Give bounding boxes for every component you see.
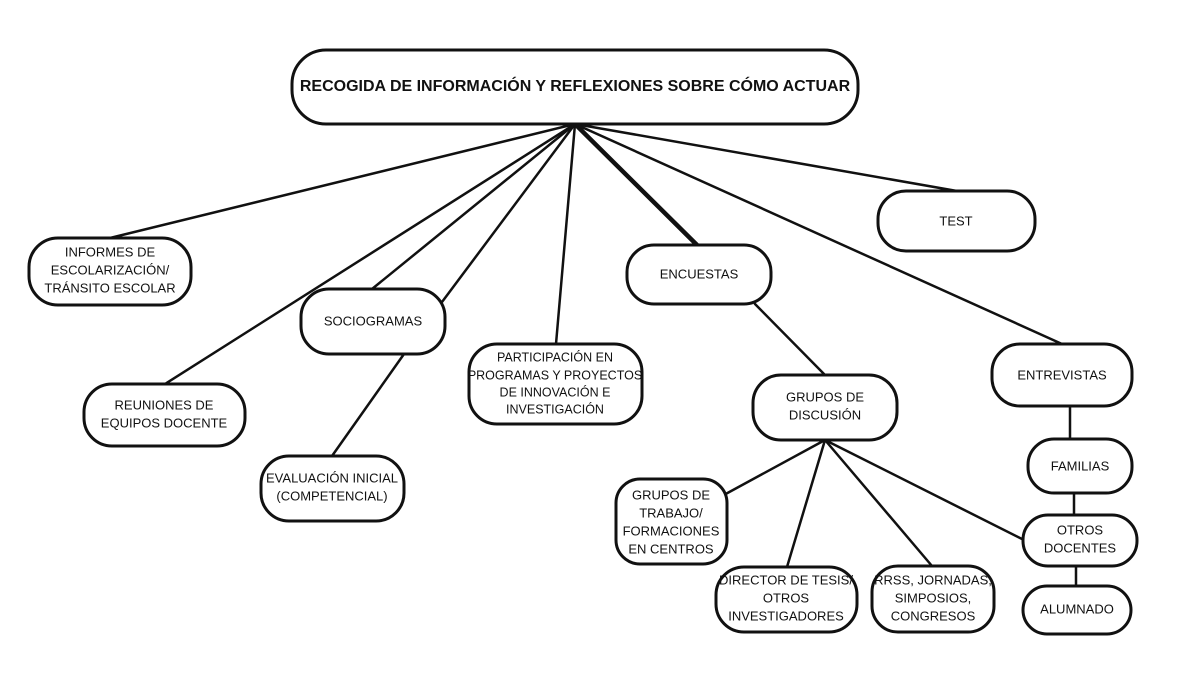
edge-root-entrevistas	[573, 122, 1064, 346]
edge-root-informes	[108, 122, 577, 240]
test-line-1: TEST	[939, 213, 972, 228]
node-alumnado: ALUMNADO	[1021, 584, 1133, 636]
node-otros-docentes: OTROS DOCENTES	[1021, 513, 1139, 568]
otros-docentes-line-2: DOCENTES	[1044, 540, 1117, 555]
edge-root-sociogramas	[370, 122, 577, 291]
grupos-trabajo-line-3: FORMACIONES	[623, 523, 720, 538]
director-tesis-line-1: DIRECTOR DE TESIS/	[719, 572, 853, 587]
rrss-line-1: RRSS, JORNADAS,	[874, 572, 992, 587]
participacion-line-4: INVESTIGACIÓN	[506, 401, 604, 416]
participacion-line-2: PROGRAMAS Y PROYECTOS	[468, 368, 642, 382]
grupos-discusion-line-2: DISCUSIÓN	[789, 407, 861, 422]
grupos-discusion-line-1: GRUPOS DE	[786, 389, 864, 404]
edge-discusion-grupos-trabajo	[720, 438, 827, 498]
node-test: TEST	[876, 189, 1037, 253]
node-participacion: PARTICIPACIÓN EN PROGRAMAS Y PROYECTOS D…	[467, 342, 644, 426]
participacion-line-3: DE INNOVACIÓN E	[500, 384, 611, 399]
node-rrss: RRSS, JORNADAS, SIMPOSIOS, CONGRESOS	[870, 564, 996, 634]
node-director-tesis: DIRECTOR DE TESIS/ OTROS INVESTIGADORES	[714, 565, 859, 634]
sociogramas-line-1: SOCIOGRAMAS	[324, 313, 423, 328]
director-tesis-line-2: OTROS	[763, 590, 810, 605]
node-grupos-trabajo: GRUPOS DE TRABAJO/ FORMACIONES EN CENTRO…	[614, 477, 729, 566]
node-familias: FAMILIAS	[1026, 437, 1134, 495]
informes-line-3: TRÁNSITO ESCOLAR	[44, 280, 175, 295]
grupos-trabajo-line-2: TRABAJO/	[639, 505, 703, 520]
director-tesis-line-3: INVESTIGADORES	[728, 608, 844, 623]
node-sociogramas: SOCIOGRAMAS	[299, 287, 447, 356]
familias-line-1: FAMILIAS	[1051, 458, 1110, 473]
evaluacion-line-1: EVALUACIÓN INICIAL	[266, 470, 398, 485]
edge-sociogramas-evaluacion	[330, 352, 406, 458]
node-reuniones: REUNIONES DE EQUIPOS DOCENTE	[82, 382, 247, 448]
reuniones-line-2: EQUIPOS DOCENTE	[101, 415, 228, 430]
participacion-line-1: PARTICIPACIÓN EN	[497, 349, 613, 364]
edge-root-test	[573, 122, 959, 193]
connectors	[108, 121, 1078, 588]
grupos-trabajo-line-4: EN CENTROS	[628, 541, 714, 556]
edge-discusion-director	[785, 438, 827, 569]
node-entrevistas: ENTREVISTAS	[990, 342, 1134, 408]
edge-discusion-rrss	[823, 438, 934, 568]
edge-root-evaluacion	[440, 122, 577, 304]
edge-root-encuestas	[572, 121, 700, 248]
reuniones-line-1: REUNIONES DE	[115, 397, 214, 412]
edge-root-participacion	[554, 122, 577, 346]
edge-encuestas-grupos-discusion	[753, 302, 827, 377]
alumnado-line-1: ALUMNADO	[1040, 601, 1114, 616]
informes-line-2: ESCOLARIZACIÓN/	[51, 262, 170, 277]
root-title: RECOGIDA DE INFORMACIÓN Y REFLEXIONES SO…	[300, 76, 851, 95]
evaluacion-line-2: (COMPETENCIAL)	[276, 488, 387, 503]
edge-discusion-otros-docentes	[823, 438, 1026, 542]
edge-root-reuniones	[163, 122, 577, 386]
node-informes: INFORMES DE ESCOLARIZACIÓN/ TRÁNSITO ESC…	[27, 236, 193, 307]
grupos-trabajo-line-1: GRUPOS DE	[632, 487, 710, 502]
encuestas-line-1: ENCUESTAS	[660, 266, 739, 281]
root-node: RECOGIDA DE INFORMACIÓN Y REFLEXIONES SO…	[290, 48, 860, 126]
informes-line-1: INFORMES DE	[65, 244, 156, 259]
node-grupos-discusion: GRUPOS DE DISCUSIÓN	[751, 373, 899, 442]
rrss-line-2: SIMPOSIOS,	[895, 590, 972, 605]
node-encuestas: ENCUESTAS	[625, 243, 773, 306]
rrss-line-3: CONGRESOS	[891, 608, 976, 623]
node-evaluacion: EVALUACIÓN INICIAL (COMPETENCIAL)	[259, 454, 406, 523]
otros-docentes-line-1: OTROS	[1057, 522, 1104, 537]
entrevistas-line-1: ENTREVISTAS	[1017, 367, 1107, 382]
